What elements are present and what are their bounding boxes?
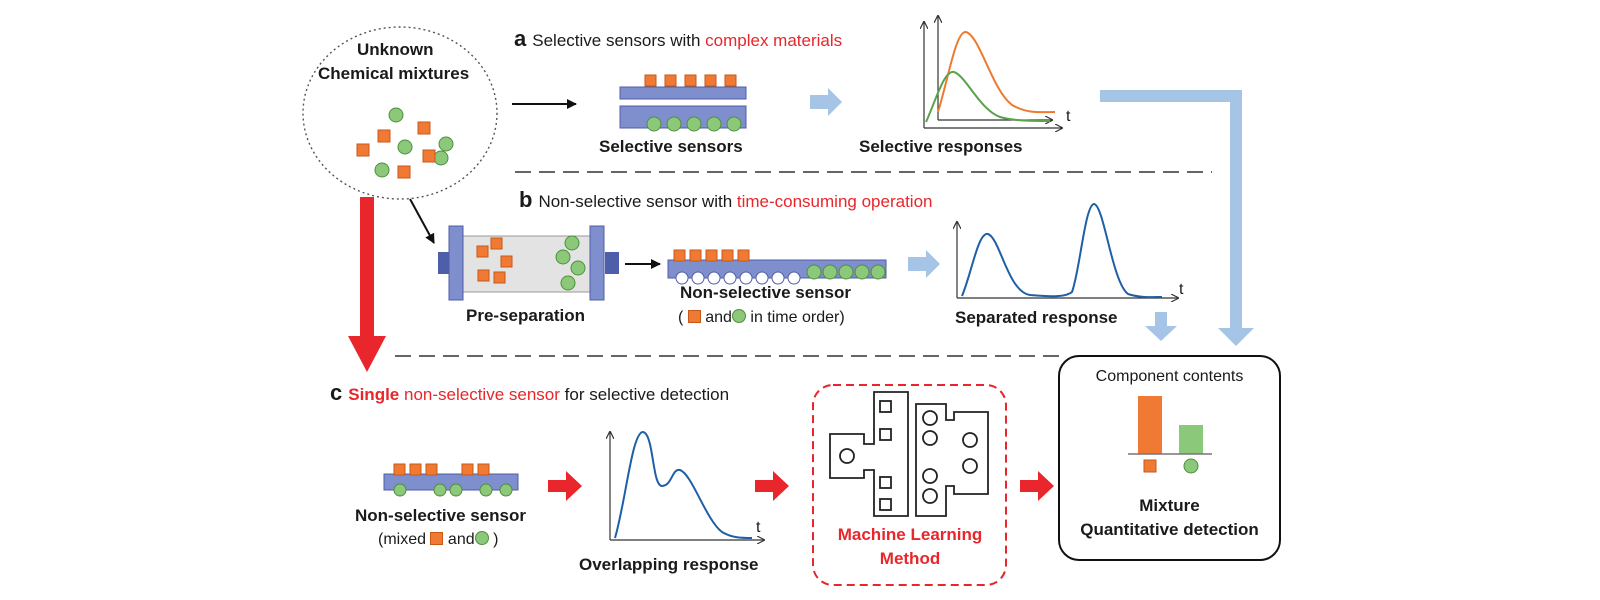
mixture-particles (356, 107, 454, 179)
caption-b-close: in time order) (750, 309, 845, 326)
nonselective-sensor-c-caption: (mixed and ) (378, 531, 498, 549)
section-c-highlight2: non-selective sensor (404, 385, 560, 404)
section-a-title: a Selective sensors with complex material… (514, 26, 842, 52)
caption-b-open: ( (678, 309, 684, 326)
green-circle-icon (731, 309, 746, 323)
axis-t-a: t (1066, 108, 1071, 125)
caption-b-and: and (705, 309, 732, 326)
section-a-highlight: complex materials (705, 31, 843, 50)
caption-c-and: and (447, 531, 475, 548)
pre-separation-graphic (438, 225, 619, 301)
mixture-label-line1: Mixture (1139, 496, 1200, 515)
ml-dashed-box (812, 384, 1007, 586)
pre-separation-label: Pre-separation (466, 306, 586, 325)
separated-response-chart (957, 202, 1178, 298)
mixture-label-line2: Quantitative detection (1080, 520, 1259, 539)
caption-c-close: ) (493, 531, 499, 548)
result-box (1058, 355, 1281, 561)
red-arrow-3 (1020, 471, 1054, 501)
orange-square-icon (687, 310, 701, 323)
overlapping-response-chart (610, 430, 764, 540)
axis-t-b: t (1179, 281, 1184, 298)
nonselective-sensor-c-graphic (383, 463, 519, 497)
selective-responses-label: Selective responses (859, 137, 1023, 156)
green-component-bar (1179, 425, 1203, 454)
ml-label-line2: Method (879, 549, 941, 568)
component-bars (1128, 396, 1212, 474)
section-a-text: Selective sensors with (532, 31, 706, 50)
component-contents-label: Component contents (1095, 368, 1244, 385)
unknown-label-line1: Unknown (357, 40, 434, 59)
arrow-to-preseparation (409, 198, 435, 244)
unknown-label-line2: Chemical mixtures (318, 64, 470, 83)
nonselective-sensor-c-label: Non-selective sensor (355, 506, 527, 525)
red-arrow-1 (548, 471, 582, 501)
blue-arrow-to-result-b (1145, 312, 1177, 341)
section-c-highlight1: Single (348, 385, 400, 404)
blue-arrow-a (810, 88, 842, 116)
orange-square-icon (430, 532, 444, 545)
section-a-letter: a (514, 26, 527, 51)
axis-t-c: t (756, 519, 761, 536)
nonselective-sensor-b-label: Non-selective sensor (680, 283, 852, 302)
overlapping-response-label: Overlapping response (579, 555, 759, 574)
section-c-letter: c (330, 380, 343, 405)
section-c-title: c Single non-selective sensor for selecti… (330, 380, 729, 406)
selective-sensors-label: Selective sensors (599, 137, 743, 156)
selective-responses-chart (924, 16, 1062, 128)
section-c-text: for selective detection (559, 385, 730, 404)
section-b-highlight: time-consuming operation (736, 192, 933, 211)
blue-arrow-b (908, 250, 940, 278)
green-circle-icon (474, 531, 489, 545)
section-b-text: Non-selective sensor with (538, 192, 737, 211)
selective-sensors-graphic (619, 74, 747, 132)
orange-component-bar (1138, 396, 1162, 454)
caption-c-open: (mixed (378, 531, 427, 548)
neural-network-icon (829, 391, 989, 517)
red-arrow-2 (755, 471, 789, 501)
nonselective-sensor-b-graphic (667, 249, 887, 285)
section-b-title: b Non-selective sensor with time-consumin… (519, 187, 932, 213)
nonselective-sensor-b-caption: ( and in time order) (678, 309, 845, 327)
section-b-letter: b (519, 187, 533, 212)
ml-label-line1: Machine Learning (837, 525, 983, 544)
separated-response-label: Separated response (955, 308, 1118, 327)
red-arrow-down (348, 197, 386, 372)
unknown-mixture-ellipse (302, 26, 498, 200)
blue-arrow-to-result-a (1100, 90, 1254, 346)
